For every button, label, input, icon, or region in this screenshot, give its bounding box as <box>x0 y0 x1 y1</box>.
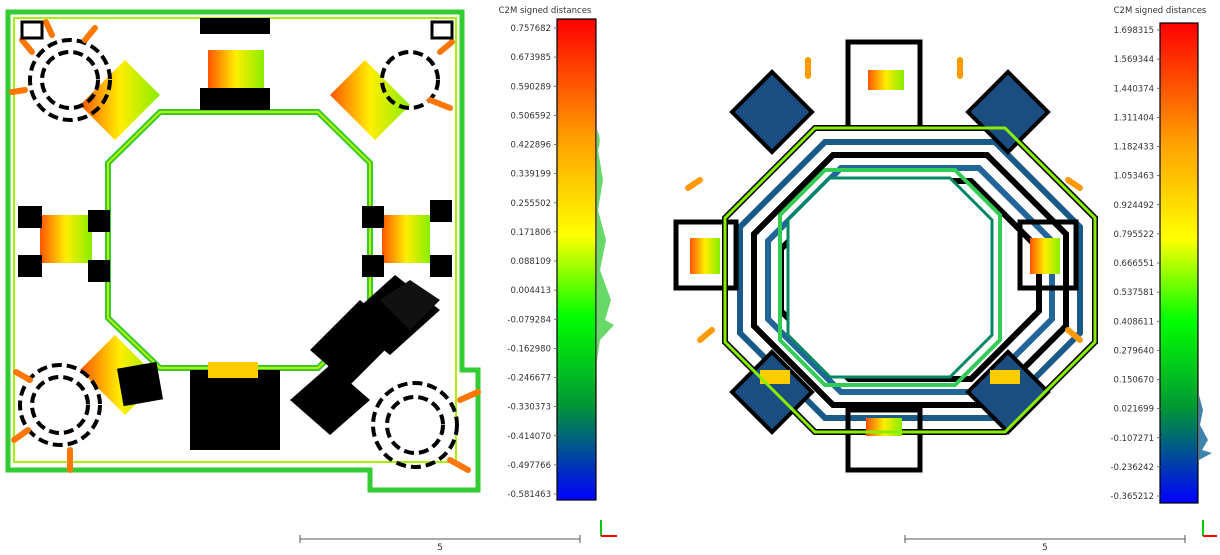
right-colorbar-tick-label: 0.537581 <box>1113 288 1154 298</box>
right-colorbar-tick-label: 1.311404 <box>1113 113 1154 123</box>
left-colorbar-tick-label: 0.590289 <box>510 82 551 92</box>
right-colorbar-tick-label: 0.150670 <box>1113 376 1154 386</box>
left-right-connector <box>382 215 430 263</box>
left-colorbar-tick-label: 0.088109 <box>510 257 551 267</box>
left-scale-label: 5 <box>437 543 443 551</box>
left-colorbar-tick-label: 0.673985 <box>510 53 551 63</box>
right-colorbar-tick-label: 1.182433 <box>1113 143 1154 153</box>
left-colorbar-tick-label: 0.757682 <box>510 24 551 34</box>
right-colorbar-tick-label: 0.279640 <box>1113 346 1154 356</box>
left-colorbar <box>556 18 597 501</box>
right-scale-label: 5 <box>1042 543 1048 551</box>
left-colorbar-tick-label: 0.255502 <box>510 199 551 209</box>
left-colorbar-tick-label: -0.497766 <box>507 461 551 471</box>
right-colorbar-tick-label: -0.365212 <box>1110 492 1154 502</box>
left-colorbar-tick-label: 0.339199 <box>510 170 551 180</box>
right-colorbar-tick-label: 1.053463 <box>1113 172 1154 182</box>
right-colorbar-tick-label: -0.236242 <box>1110 463 1154 473</box>
right-colorbar-tick-label: 1.569344 <box>1113 55 1154 65</box>
right-scale-bar: 5 <box>904 535 1186 553</box>
right-colorbar-tick-label: 0.924492 <box>1113 201 1154 211</box>
right-left-module <box>673 219 739 291</box>
right-colorbar-tick-label: 0.795522 <box>1113 230 1154 240</box>
left-top-connector <box>208 50 264 90</box>
right-colorbar-tick-label: -0.107271 <box>1110 434 1154 444</box>
left-colorbar-tick-label: -0.246677 <box>507 374 551 384</box>
left-colorbar-tick-label: 0.506592 <box>510 111 551 121</box>
right-colorbar-tick-label: 1.698315 <box>1113 26 1154 36</box>
right-colorbar-title: C2M signed distances <box>1114 6 1207 16</box>
right-point-cloud <box>673 39 1098 473</box>
left-colorbar-tick-label: -0.414070 <box>507 432 551 442</box>
right-colorbar-tick-label: 0.666551 <box>1113 259 1154 269</box>
right-axis-gizmo <box>1202 520 1217 537</box>
right-histogram <box>1199 395 1212 460</box>
left-bottom-block <box>190 370 280 450</box>
left-point-cloud <box>5 9 481 493</box>
left-axis-gizmo <box>600 520 617 537</box>
left-scale-bar: 5 <box>299 535 581 553</box>
right-colorbar <box>1159 22 1199 504</box>
left-colorbar-tick-label: -0.581463 <box>507 490 551 500</box>
left-colorbar-tick-label: -0.162980 <box>507 344 551 354</box>
right-colorbar-tick-label: 1.440374 <box>1113 84 1154 94</box>
right-colorbar-ticks: 1.698315 1.569344 1.440374 1.311404 1.182433… <box>1110 26 1161 502</box>
left-colorbar-tick-label: -0.079284 <box>507 315 551 325</box>
right-colorbar-tick-label: 0.021699 <box>1113 405 1154 415</box>
left-colorbar-tick-label: 0.004413 <box>510 286 551 296</box>
left-colorbar-tick-label: 0.171806 <box>510 228 551 238</box>
left-colorbar-title: C2M signed distances <box>499 6 592 16</box>
left-left-connector <box>40 215 92 263</box>
left-colorbar-ticks: 0.757682 0.673985 0.590289 0.506592 0.422896… <box>507 24 558 500</box>
right-right-module <box>1017 219 1079 291</box>
left-histogram <box>597 130 614 360</box>
left-colorbar-tick-label: -0.330373 <box>507 403 551 413</box>
left-colorbar-tick-label: 0.422896 <box>510 141 551 151</box>
left-bottom-right-structure <box>290 275 440 435</box>
right-bottom-module <box>845 407 923 473</box>
right-colorbar-tick-label: 0.408611 <box>1113 317 1154 327</box>
left-top-block <box>200 88 270 110</box>
